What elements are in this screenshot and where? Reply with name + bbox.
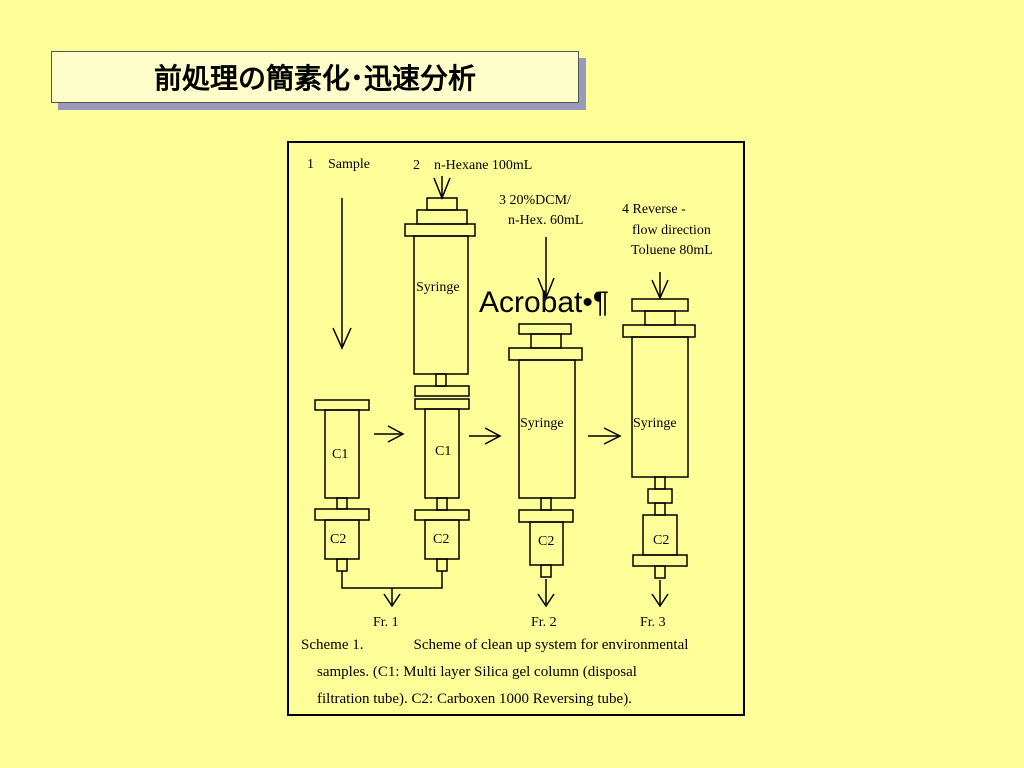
c1-label-col2: C1	[435, 444, 451, 459]
acrobat-overlay-text: Acrobat•¶	[479, 286, 610, 319]
dcm-arrow	[537, 237, 555, 301]
step-4-label-line2: flow direction	[632, 223, 711, 238]
scheme-caption: Scheme 1. Scheme of clean up system for e…	[301, 632, 741, 713]
fraction-2-label: Fr. 2	[531, 615, 557, 630]
step-3-label-line1: 3 20%DCM/	[499, 193, 571, 208]
c2-label-col1: C2	[330, 532, 346, 547]
fraction-1-combine-arrow	[341, 571, 443, 608]
fraction-3-label: Fr. 3	[640, 615, 666, 630]
step-1-label: 1 Sample	[307, 157, 370, 172]
c2-label-col3: C2	[538, 534, 554, 549]
toluene-arrow	[651, 272, 669, 300]
syringe-col2	[404, 197, 476, 397]
step-2-label: 2 n-Hexane 100mL	[413, 158, 532, 173]
fraction-2-arrow	[537, 579, 555, 608]
scheme-frame	[287, 141, 745, 716]
flow-arrow-2	[469, 427, 502, 445]
caption-label: Scheme 1.	[301, 637, 364, 653]
page-title: 前処理の簡素化･迅速分析	[51, 51, 579, 103]
caption-line-2: samples. (C1: Multi layer Silica gel col…	[317, 664, 637, 680]
syringe-label-col3: Syringe	[520, 416, 564, 431]
step-4-label-line1: 4 Reverse -	[622, 202, 686, 217]
syringe-col4	[622, 298, 696, 579]
hexane-arrow	[433, 176, 451, 201]
syringe-label-col4: Syringe	[633, 416, 677, 431]
c2-label-col4: C2	[653, 533, 669, 548]
column-2-assembly	[414, 398, 470, 572]
step-4-label-line3: Toluene 80mL	[631, 243, 713, 258]
c2-label-col2: C2	[433, 532, 449, 547]
caption-line-3: filtration tube). C2: Carboxen 1000 Reve…	[317, 691, 632, 707]
column-1-assembly	[314, 399, 370, 572]
syringe-col3	[508, 323, 583, 578]
flow-arrow-1	[374, 425, 405, 443]
syringe-label-col2: Syringe	[416, 280, 460, 295]
step-3-label-line2: n-Hex. 60mL	[508, 213, 583, 228]
fraction-1-label: Fr. 1	[373, 615, 399, 630]
c1-label-col1: C1	[332, 447, 348, 462]
flow-arrow-3	[588, 427, 622, 445]
fraction-3-arrow	[651, 580, 669, 608]
caption-line-1: Scheme of clean up system for environmen…	[413, 637, 689, 653]
sample-arrow	[332, 198, 352, 350]
